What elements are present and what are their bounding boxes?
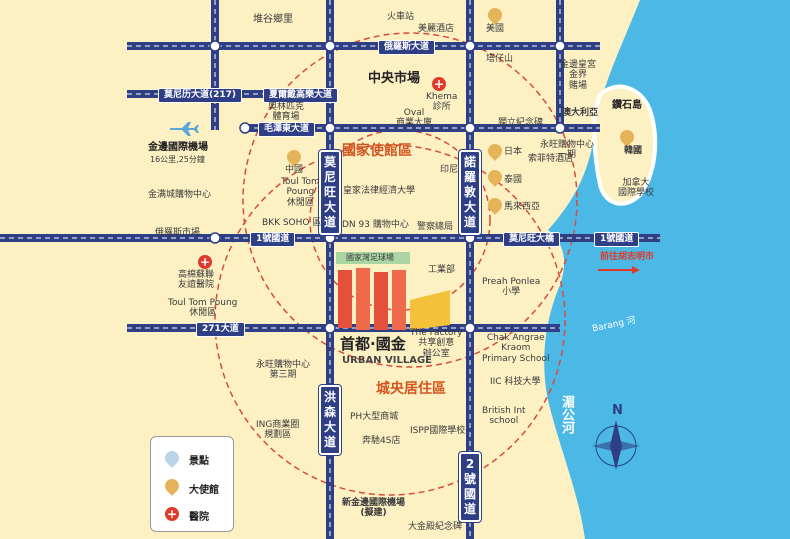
- place-ph-mall: PH大型商城: [350, 412, 399, 422]
- road-mao: 毛澤東大道: [258, 122, 316, 137]
- place-chak: Chak Angrae Kraom Primary School: [482, 333, 550, 364]
- embassy-pin-icon: [162, 476, 182, 496]
- compass-label: N: [612, 403, 623, 418]
- road-217: 莫尼历大道(217): [158, 88, 243, 103]
- place-us: 美國: [486, 24, 505, 34]
- project-name-cn: 首都·國金: [340, 335, 406, 353]
- place-bkk: BKK SOHO 區: [262, 218, 322, 228]
- place-toul-leisure: Toul Tom Poung 休閒區: [168, 298, 238, 319]
- place-factory: The Factory 共享創意 辦公室: [410, 328, 463, 359]
- place-mekong: 湄公河: [558, 395, 574, 434]
- place-korea: 韓國: [624, 146, 643, 156]
- compass-icon: [592, 420, 640, 470]
- zone-city: 城央居住區: [376, 381, 446, 397]
- place-preah: Preah Ponlea 小學: [482, 277, 541, 298]
- road-norodom: 諾羅敦大道: [459, 150, 481, 235]
- place-aeon1: 永旺購物中心 一期: [540, 140, 595, 161]
- legend-embassy: 大使館: [189, 485, 219, 496]
- place-khmer-hospital: 高棉蘇聯 友誼醫院: [178, 270, 215, 291]
- place-haiming: 前往胡志明市: [600, 252, 655, 262]
- hospital-icon: +: [165, 507, 179, 521]
- place-iic: IIC 科技大學: [490, 377, 541, 387]
- legend-hospital: 醫院: [189, 512, 209, 523]
- place-tazai: 塔仔山: [486, 54, 514, 64]
- road-monivong: 莫尼旺大道: [319, 150, 341, 235]
- place-malaysia: 馬來西亞: [504, 202, 541, 212]
- sight-pin-icon: [162, 448, 182, 468]
- place-toultompoung: Toul Tom Poung 休閒區: [281, 177, 320, 208]
- road-n1-left: 1號國道: [250, 232, 296, 247]
- ring-center: [242, 32, 578, 368]
- place-ing: ING商業圈 規劃區: [256, 420, 300, 441]
- place-aeon3: 永旺購物中心 第三期: [256, 360, 311, 381]
- place-royal-uni: 皇家法律經濟大學: [343, 186, 416, 196]
- place-oval: Oval 商業大廈: [396, 108, 433, 129]
- hospital-icon: +: [432, 77, 446, 91]
- place-khema: Khema 診所: [426, 92, 458, 113]
- project-name-en: URBAN VILLAGE: [342, 355, 433, 366]
- place-british: British Int school: [482, 406, 526, 427]
- place-stadium: 奧林匹克 體育場: [268, 102, 305, 123]
- place-diamond: 鑽石島: [612, 100, 642, 111]
- place-central-market: 中央市場: [368, 71, 421, 86]
- road-kampuchea: 夏爾戴高樂大道: [263, 88, 339, 103]
- place-sofitel: 索菲特酒店: [528, 154, 574, 164]
- place-jinbian-mall: 金满城購物中心: [148, 190, 212, 200]
- road-n2: 2號國道: [459, 452, 481, 522]
- place-nagaworld: 金邊皇宮 金界 賭場: [560, 60, 597, 91]
- road-hunsen: 洪森大道: [319, 385, 341, 455]
- legend: 景點 大使館 + 醫院: [150, 436, 234, 532]
- place-dajin: 大金殿紀念碑: [408, 522, 463, 532]
- legend-sight: 景點: [189, 456, 209, 467]
- road-monivong-bridge: 莫尼旺大橋: [503, 232, 561, 247]
- place-thailand: 泰國: [504, 175, 523, 185]
- place-stadium2: 國家灣足球場: [346, 253, 394, 262]
- place-airport-sub: 16公里,25分鐘: [150, 155, 205, 164]
- place-eling: 俄羅斯市場: [155, 228, 201, 238]
- ring-project: [214, 144, 566, 496]
- road-271: 271大道: [196, 322, 245, 337]
- place-airport: 金邊國際機場: [148, 142, 208, 153]
- place-canada: 加拿大 國際學校: [618, 178, 655, 199]
- place-meijing: 美麗酒店: [418, 24, 455, 34]
- place-independence: 獨立紀念碑: [498, 118, 544, 128]
- place-japan: 日本: [504, 147, 523, 157]
- project-building: [336, 252, 450, 330]
- place-ispp: ISPP國際學校: [410, 426, 466, 436]
- place-police: 警察總局: [417, 222, 454, 232]
- zone-embassy: 國家使館區: [342, 143, 412, 159]
- hospital-icon: +: [198, 255, 212, 269]
- place-india: 印尼: [440, 165, 459, 175]
- place-new-airport: 新金邊國際機場 (擬建): [342, 498, 406, 519]
- place-benz: 奔馳4S店: [362, 436, 401, 446]
- place-china: 中國: [285, 165, 304, 175]
- road-russian: 俄羅斯大道: [378, 40, 436, 55]
- road-n1-right: 1號國道: [594, 232, 640, 247]
- place-aus: 澳大利亞: [562, 108, 599, 118]
- place-dn93: DN 93 購物中心: [342, 220, 409, 230]
- plane-icon: [170, 122, 199, 136]
- place-duigu: 堆谷鄉里: [253, 14, 293, 25]
- place-gongye: 工業部: [428, 265, 456, 275]
- place-train: 火車站: [387, 12, 415, 22]
